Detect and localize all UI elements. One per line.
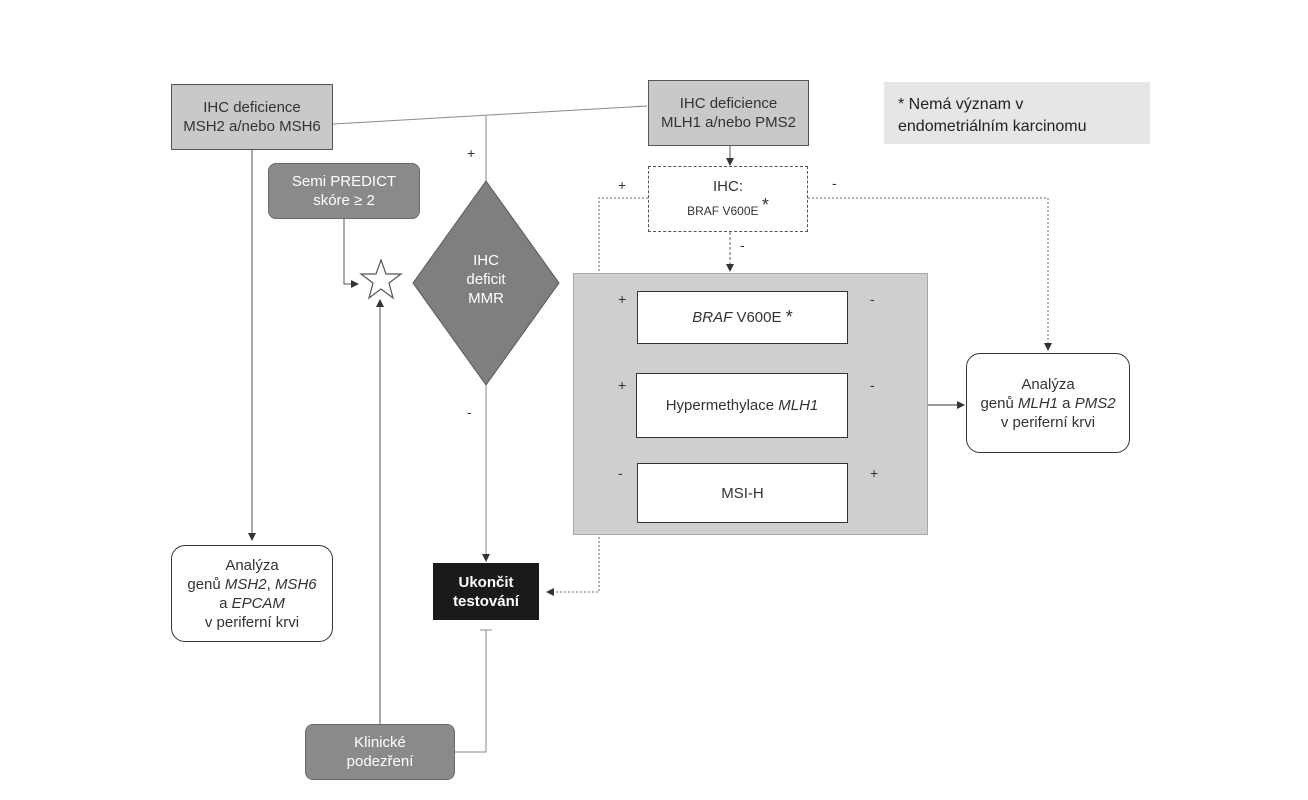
analyza-mlh1-line3: v periferní krvi (1000, 413, 1096, 431)
sign-ihc-braf-plus: + (618, 177, 627, 193)
analyza-msh2-sep: , (266, 575, 275, 593)
semi-predict-box: Semi PREDICT skóre ≥ 2 (268, 163, 420, 219)
sign-hyper-plus: + (618, 377, 627, 393)
ihc-braf-label: BRAF V600E (687, 204, 759, 218)
sign-msi-minus: - (618, 465, 623, 481)
braf-gene: BRAF (692, 309, 733, 326)
ukoncit-line2: testování (453, 592, 519, 610)
ihc-mmr-diamond (412, 180, 560, 386)
analyza-msh2-line4: v periferní krvi (204, 613, 300, 631)
sign-braf-plus: + (618, 291, 627, 307)
braf-v600e-box: BRAF V600E * (637, 291, 848, 344)
ihc-braf-asterisk: * (761, 195, 769, 215)
ihc-braf-line1: IHC: (713, 178, 743, 195)
analyza-mlh1-gene2: PMS2 (1074, 394, 1116, 412)
sign-hyper-minus: - (870, 377, 875, 393)
hyper-gene: MLH1 (778, 397, 819, 414)
msi-text: MSI-H (721, 484, 764, 502)
analyza-mlh1-box: Analýza genů MLH1 a PMS2 v periferní krv… (966, 353, 1130, 453)
sign-diamond-minus: - (467, 404, 472, 420)
sign-msi-plus: + (870, 465, 879, 481)
diamond-line3: MMR (468, 289, 504, 307)
analyza-msh2-box: Analýza genů MSH2, MSH6 a EPCAM v perife… (171, 545, 333, 642)
ukoncit-line1: Ukončit (458, 573, 514, 591)
ihc-mlh1-box: IHC deficience MLH1 a/nebo PMS2 (648, 80, 809, 146)
diamond-line1: IHC (473, 251, 499, 269)
sign-ihc-braf-minus-right: - (832, 175, 837, 191)
ihc-mlh1-line2: MLH1 a/nebo PMS2 (660, 114, 797, 131)
klinicke-box: Klinické podezření (305, 724, 455, 780)
analyza-msh2-gene2: MSH6 (274, 575, 317, 593)
note-line1: * Nemá význam v (898, 96, 1024, 113)
analyza-mlh1-prefix: genů (980, 394, 1018, 412)
ihc-braf-line2: BRAF V600E * (687, 196, 769, 221)
klinicke-line1: Klinické (354, 734, 406, 751)
analyza-msh2-line3: a EPCAM (219, 594, 285, 613)
note-line2: endometriálním karcinomu (898, 118, 1087, 135)
braf-asterisk: * (785, 307, 793, 327)
sign-ihc-braf-minus-down: - (740, 237, 745, 253)
semi-predict-line1: Semi PREDICT (291, 173, 397, 190)
star-icon (359, 258, 403, 300)
analyza-msh2-conj: a (219, 594, 232, 612)
ihc-msh2-line2: MSH2 a/nebo MSH6 (183, 118, 321, 135)
ihc-mlh1-line1: IHC deficience (679, 95, 778, 112)
ukoncit-box: Ukončit testování (433, 563, 539, 620)
sign-diamond-plus: + (467, 145, 476, 161)
ihc-msh2-box: IHC deficience MSH2 a/nebo MSH6 (171, 84, 333, 150)
note-box: * Nemá význam v endometriálním karcinomu (884, 82, 1150, 144)
ihc-msh2-line1: IHC deficience (203, 99, 301, 116)
klinicke-line2: podezření (346, 753, 414, 770)
ihc-braf-box: IHC: BRAF V600E * (648, 166, 808, 232)
analyza-mlh1-conj: a (1058, 394, 1075, 412)
analyza-msh2-line1: Analýza (225, 556, 279, 574)
analyza-mlh1-line2: genů MLH1 a PMS2 (980, 394, 1115, 413)
hypermethylace-box: Hypermethylace MLH1 (636, 373, 848, 438)
diamond-line2: deficit (466, 270, 506, 288)
analyza-msh2-gene3: EPCAM (231, 594, 285, 612)
analyza-msh2-line2: genů MSH2, MSH6 (187, 575, 316, 594)
semi-predict-line2: skóre ≥ 2 (313, 192, 375, 209)
analyza-mlh1-gene1: MLH1 (1017, 394, 1058, 412)
braf-text: V600E (732, 309, 782, 326)
analyza-msh2-gene1: MSH2 (224, 575, 267, 593)
analyza-mlh1-line1: Analýza (1021, 375, 1075, 393)
sign-braf-minus: - (870, 291, 875, 307)
diamond-label: IHC deficit MMR (436, 244, 536, 314)
analyza-msh2-prefix: genů (187, 575, 225, 593)
hyper-text: Hypermethylace (665, 397, 779, 414)
msi-h-box: MSI-H (637, 463, 848, 523)
